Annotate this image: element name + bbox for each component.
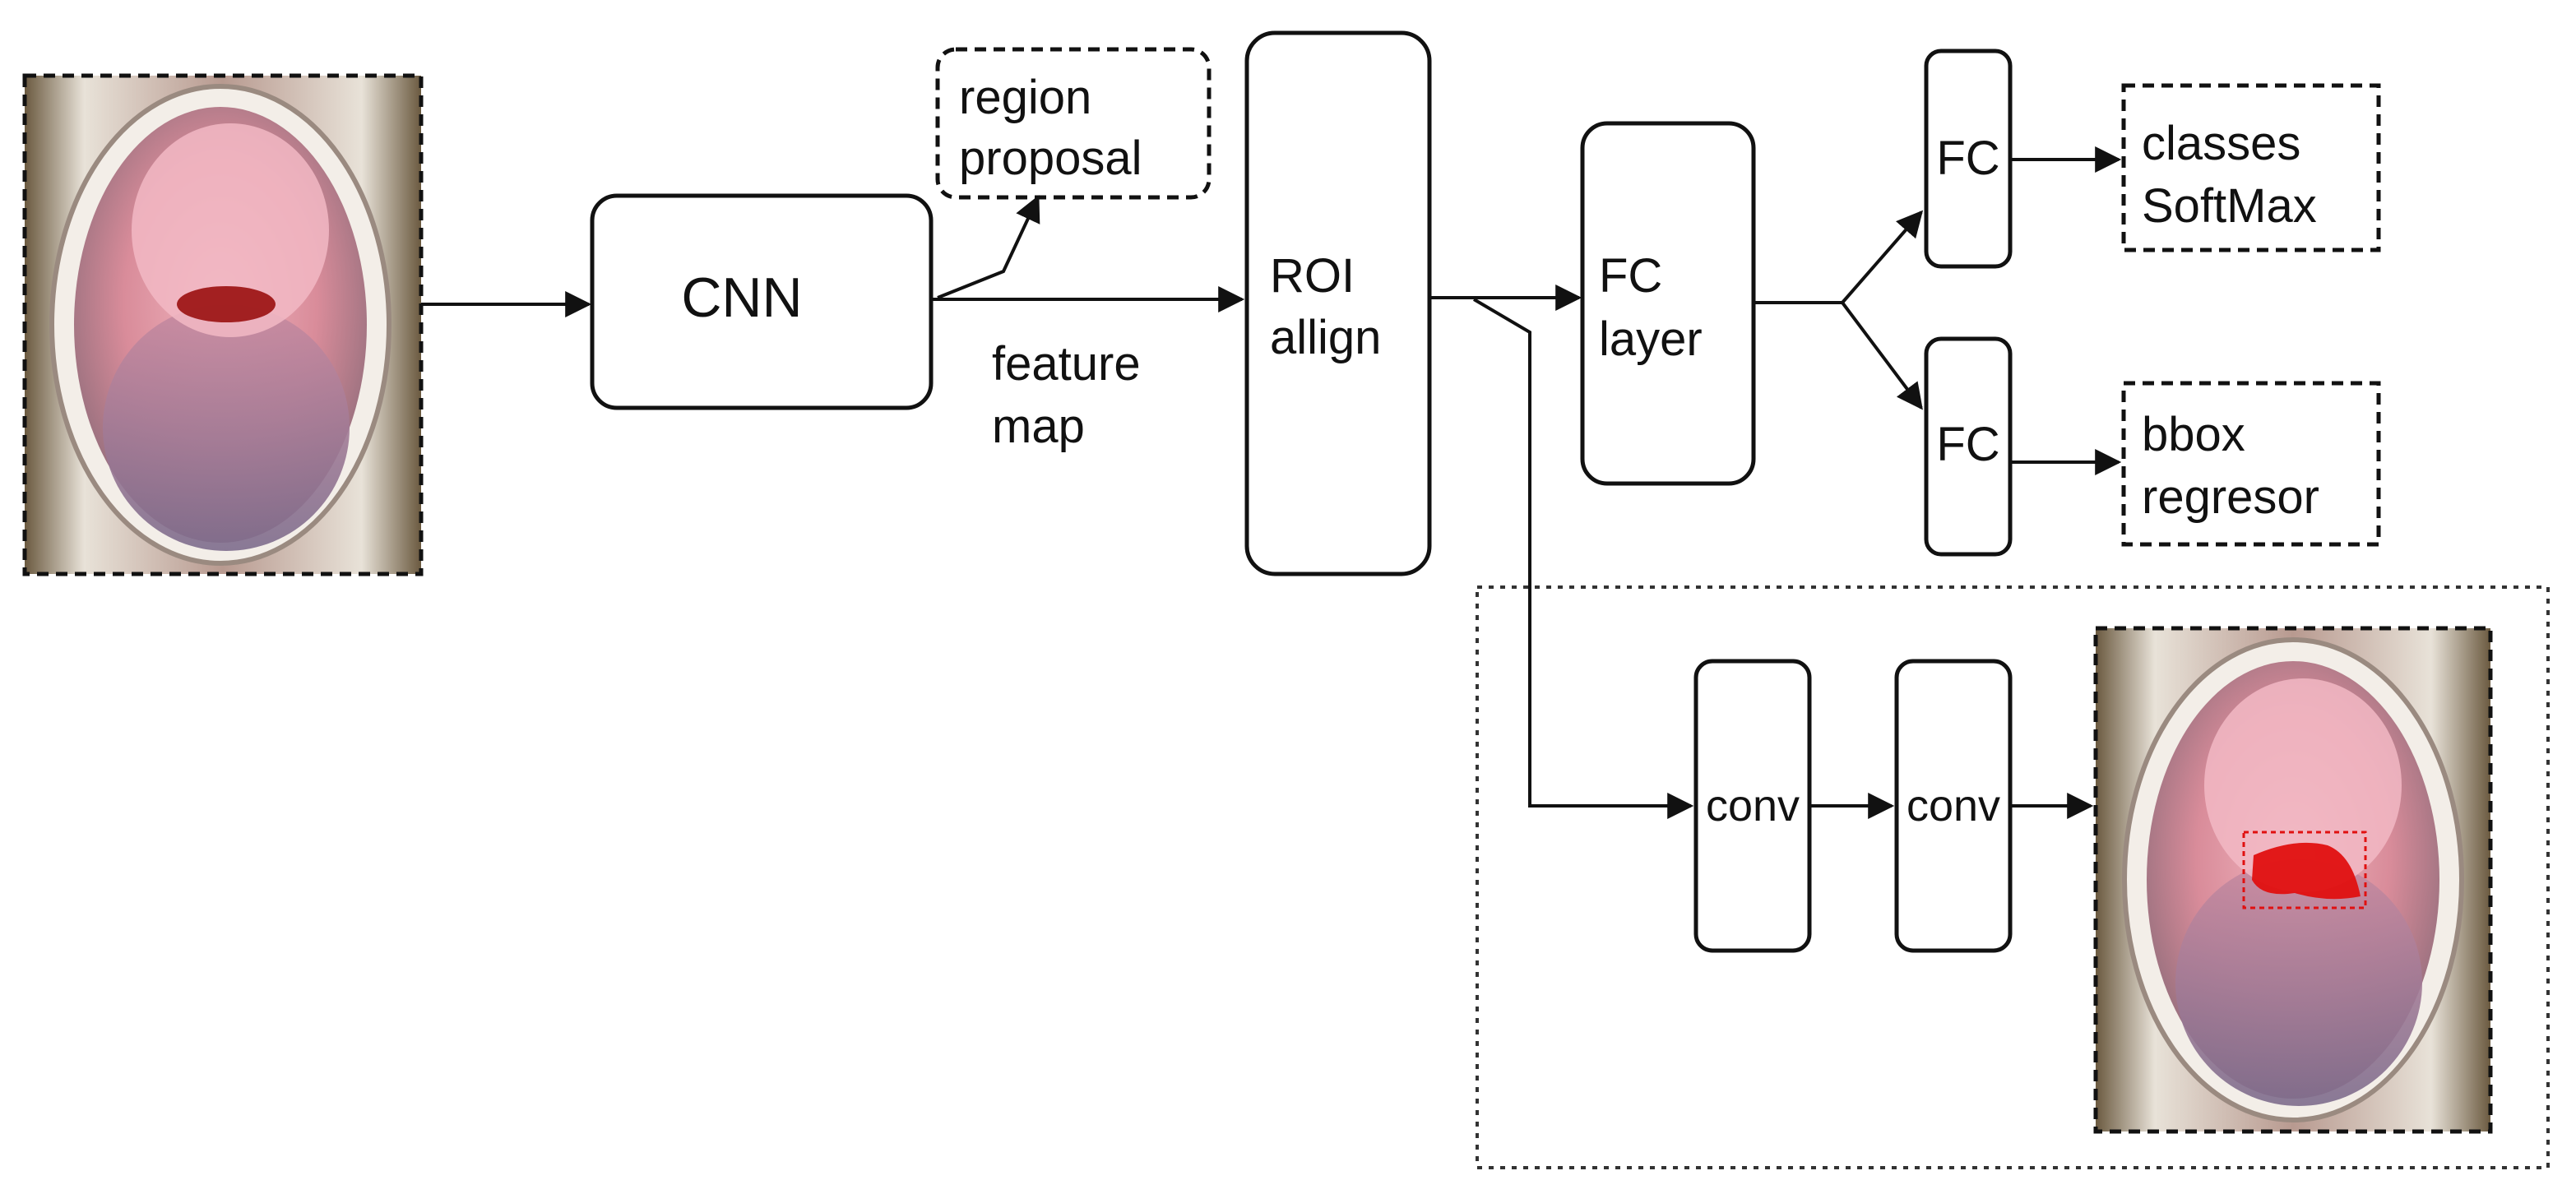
- roi-align-label-line2: allign: [1270, 311, 1381, 364]
- cnn-box: CNN: [590, 193, 934, 410]
- fc-bottom-box: FC: [1924, 336, 2013, 557]
- bbox-regressor-box: bbox regresor: [2121, 381, 2381, 547]
- region-proposal-label-line1: region: [959, 71, 1091, 124]
- fc-top-box: FC: [1924, 49, 2013, 269]
- detection-bbox: [2242, 831, 2367, 909]
- region-proposal-box: region proposal: [935, 47, 1212, 200]
- bbox-label-line1: bbox: [2142, 408, 2245, 461]
- arrow-to-fc-top: [1841, 210, 1924, 304]
- fc-bottom-label: FC: [1936, 418, 1999, 471]
- conv-box-1: conv: [1693, 659, 1812, 953]
- arrow-cnn-to-region-proposal: [937, 195, 1040, 299]
- roi-align-box: ROI allign: [1244, 30, 1432, 576]
- connectors: [421, 146, 2122, 819]
- fc-layer-label-line1: FC: [1599, 249, 1662, 303]
- cnn-label: CNN: [681, 266, 802, 329]
- classes-label-line1: classes: [2142, 117, 2300, 170]
- roi-align-label-line1: ROI: [1270, 249, 1355, 303]
- input-image: [22, 73, 424, 576]
- fc-layer-label-line2: layer: [1599, 312, 1703, 366]
- arrow-roi-to-conv: [1472, 298, 1694, 819]
- conv-1-label: conv: [1706, 781, 1800, 831]
- mask-branch-container: [1476, 585, 2550, 1169]
- conv-2-label: conv: [1907, 781, 2000, 831]
- classes-softmax-box: classes SoftMax: [2121, 83, 2381, 252]
- fc-layer-box: FC layer: [1580, 121, 1756, 486]
- region-proposal-label-line2: proposal: [959, 132, 1142, 185]
- arrow-to-fc-bottom: [1841, 301, 1923, 410]
- feature-map-label-line2: map: [992, 400, 1085, 453]
- output-image: [2093, 626, 2493, 1134]
- conv-box-2: conv: [1894, 659, 2013, 953]
- feature-map-label-line1: feature: [992, 337, 1141, 391]
- fc-top-label: FC: [1936, 132, 1999, 185]
- classes-label-line2: SoftMax: [2142, 179, 2317, 233]
- segmentation-mask: [2252, 842, 2361, 900]
- bbox-label-line2: regresor: [2142, 470, 2319, 524]
